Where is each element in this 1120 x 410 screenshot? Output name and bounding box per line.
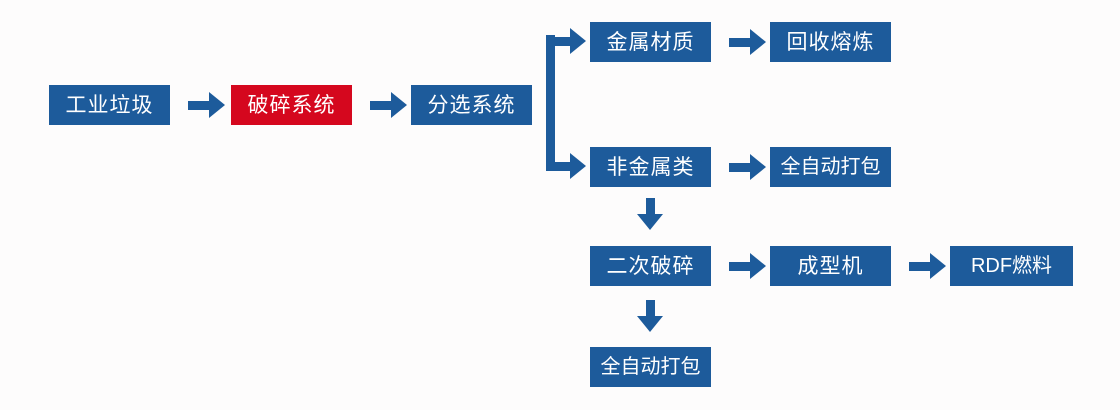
node-forming-machine[interactable]: 成型机 [770,246,891,286]
arrow-forming-to-rdf-fuel [909,253,946,279]
arrow-shaft [646,300,655,318]
node-secondary-crushing[interactable]: 二次破碎 [590,246,711,286]
node-label: 金属材质 [606,30,695,54]
arrow-head [750,253,766,279]
arrow-shaft [546,162,572,171]
arrow-shaft [370,101,393,110]
node-auto-baling-lower[interactable]: 全自动打包 [590,347,711,387]
node-label: 破碎系统 [247,93,336,117]
arrow-secondary-crushing-to-auto-baling [637,300,663,332]
arrow-shaft [909,262,932,271]
node-sorting-system[interactable]: 分选系统 [411,85,532,125]
node-label: 分选系统 [427,93,516,117]
node-label: 成型机 [797,254,864,278]
arrow-shaft [188,101,211,110]
arrow-shaft [729,163,752,172]
branch-bracket-vertical-stem [546,35,555,171]
arrow-head [209,92,225,118]
arrow-shaft [646,198,655,216]
node-auto-baling-upper[interactable]: 全自动打包 [770,147,891,187]
node-label: 全自动打包 [780,156,881,178]
node-label: 回收熔炼 [786,30,875,54]
node-label: RDF燃料 [970,255,1053,277]
arrow-secondary-crushing-to-forming [729,253,766,279]
node-industrial-waste[interactable]: 工业垃圾 [49,85,170,125]
node-label: 二次破碎 [606,254,695,278]
arrow-metal-to-recycling [729,29,766,55]
node-label: 全自动打包 [600,356,701,378]
arrow-head [391,92,407,118]
node-label: 非金属类 [606,155,695,179]
arrow-head [637,214,663,230]
arrow-head [570,28,586,54]
arrow-branch-to-metal [546,28,586,54]
arrow-shaft [729,262,752,271]
node-metal-material[interactable]: 金属材质 [590,22,711,62]
arrow-head [750,29,766,55]
arrow-industrial-waste-to-crushing [188,92,225,118]
arrow-head [750,154,766,180]
node-rdf-fuel[interactable]: RDF燃料 [950,246,1073,286]
node-recycling-smelting[interactable]: 回收熔炼 [770,22,891,62]
arrow-shaft [546,37,572,46]
arrow-non-metal-to-secondary-crushing [637,198,663,230]
arrow-crushing-to-sorting [370,92,407,118]
node-non-metal-type[interactable]: 非金属类 [590,147,711,187]
arrow-head [570,153,586,179]
arrow-head [637,316,663,332]
arrow-head [930,253,946,279]
arrow-shaft [729,38,752,47]
node-label: 工业垃圾 [65,93,154,117]
arrow-branch-to-non-metal [546,153,586,179]
arrow-non-metal-to-auto-baling [729,154,766,180]
node-crushing-system[interactable]: 破碎系统 [231,85,352,125]
